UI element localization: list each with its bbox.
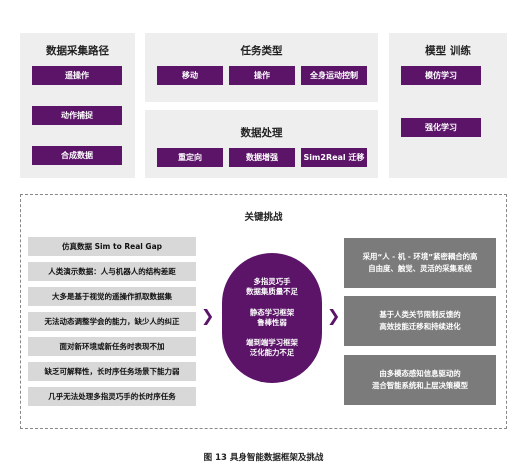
task-type-title: 任务类型 [240,45,283,57]
challenge-left-item: 人类演示数据：人与机器人的结构差距 [28,262,196,281]
challenges-frame [20,194,507,429]
circle-text: 数据集质量不足 [246,287,298,296]
whole-body-control-pill: 全身运动控制 [301,66,367,85]
solution-box: 基于人类关节限制反馈的 高效技能迁移和持续进化 [344,296,496,346]
challenge-left-item: 仿真数据 Sim to Real Gap [28,237,196,256]
data-processing-title: 数据处理 [240,127,283,139]
challenges-title: 关键挑战 [244,212,283,223]
circle-text: 泛化能力不足 [249,348,295,357]
motion-capture-pill: 动作捕捉 [32,106,122,125]
solution-text: 自由度、触觉、灵活的采集系统 [368,264,472,273]
data-collection-title: 数据采集路径 [46,45,109,57]
challenge-left-item: 无法动态调整学会的能力，缺少人的纠正 [28,312,196,331]
data-augmentation-pill: 数据增强 [229,148,295,167]
manipulation-pill: 操作 [229,66,295,85]
synthetic-data-pill: 合成数据 [32,146,122,165]
solution-text: 高效技能迁移和持续进化 [379,322,461,331]
challenge-left-item: 面对新环境或新任务时表现不加 [28,337,196,356]
figure-caption: 图 13 具身智能数据框架及挑战 [203,453,324,463]
solution-box: 采用“人 - 机 - 环境”紧密耦合的高 自由度、触觉、灵活的采集系统 [344,238,496,288]
imitation-learning-pill: 模仿学习 [401,66,481,85]
model-training-panel: 模型 训练 模仿学习 强化学习 [389,33,507,178]
solution-text: 采用“人 - 机 - 环境”紧密耦合的高 [362,252,478,261]
teleoperation-pill: 遥操作 [32,66,122,85]
solution-text: 基于人类关节限制反馈的 [379,310,461,319]
circle-text: 多指灵巧手 [253,277,291,286]
retargeting-pill: 重定向 [157,148,223,167]
solution-text: 由多模态感知信息驱动的 [379,369,461,378]
task-type-panel: 任务类型 移动 操作 全身运动控制 [145,33,378,102]
data-collection-panel: 数据采集路径 遥操作 动作捕捉 合成数据 [20,33,135,178]
model-training-title: 模型 训练 [425,45,471,57]
core-challenges-circle: 多指灵巧手 数据集质量不足 静态学习框架 鲁棒性弱 端到端学习框架 泛化能力不足 [222,253,322,383]
challenge-left-item: 大多是基于视觉的遥操作抓取数据集 [28,287,196,306]
circle-text: 端到端学习框架 [246,338,298,347]
solution-box: 由多模态感知信息驱动的 混合智能系统和上层决策模型 [344,355,496,405]
data-processing-panel: 数据处理 重定向 数据增强 Sim2Real 迁移 [145,110,378,178]
chevron-right-icon: ❯ [201,306,215,325]
solution-text: 混合智能系统和上层决策模型 [371,381,469,390]
circle-text: 静态学习框架 [249,308,295,317]
sim2real-pill: Sim2Real 迁移 [301,148,367,167]
locomotion-pill: 移动 [157,66,223,85]
circle-text: 鲁棒性弱 [257,318,287,327]
reinforcement-learning-pill: 强化学习 [401,118,481,137]
chevron-right-icon: ❯ [327,306,341,325]
challenge-left-item: 几乎无法处理多指灵巧手的长时序任务 [28,387,196,406]
challenge-left-item: 缺乏可解释性，长时序任务场景下能力弱 [28,362,196,381]
